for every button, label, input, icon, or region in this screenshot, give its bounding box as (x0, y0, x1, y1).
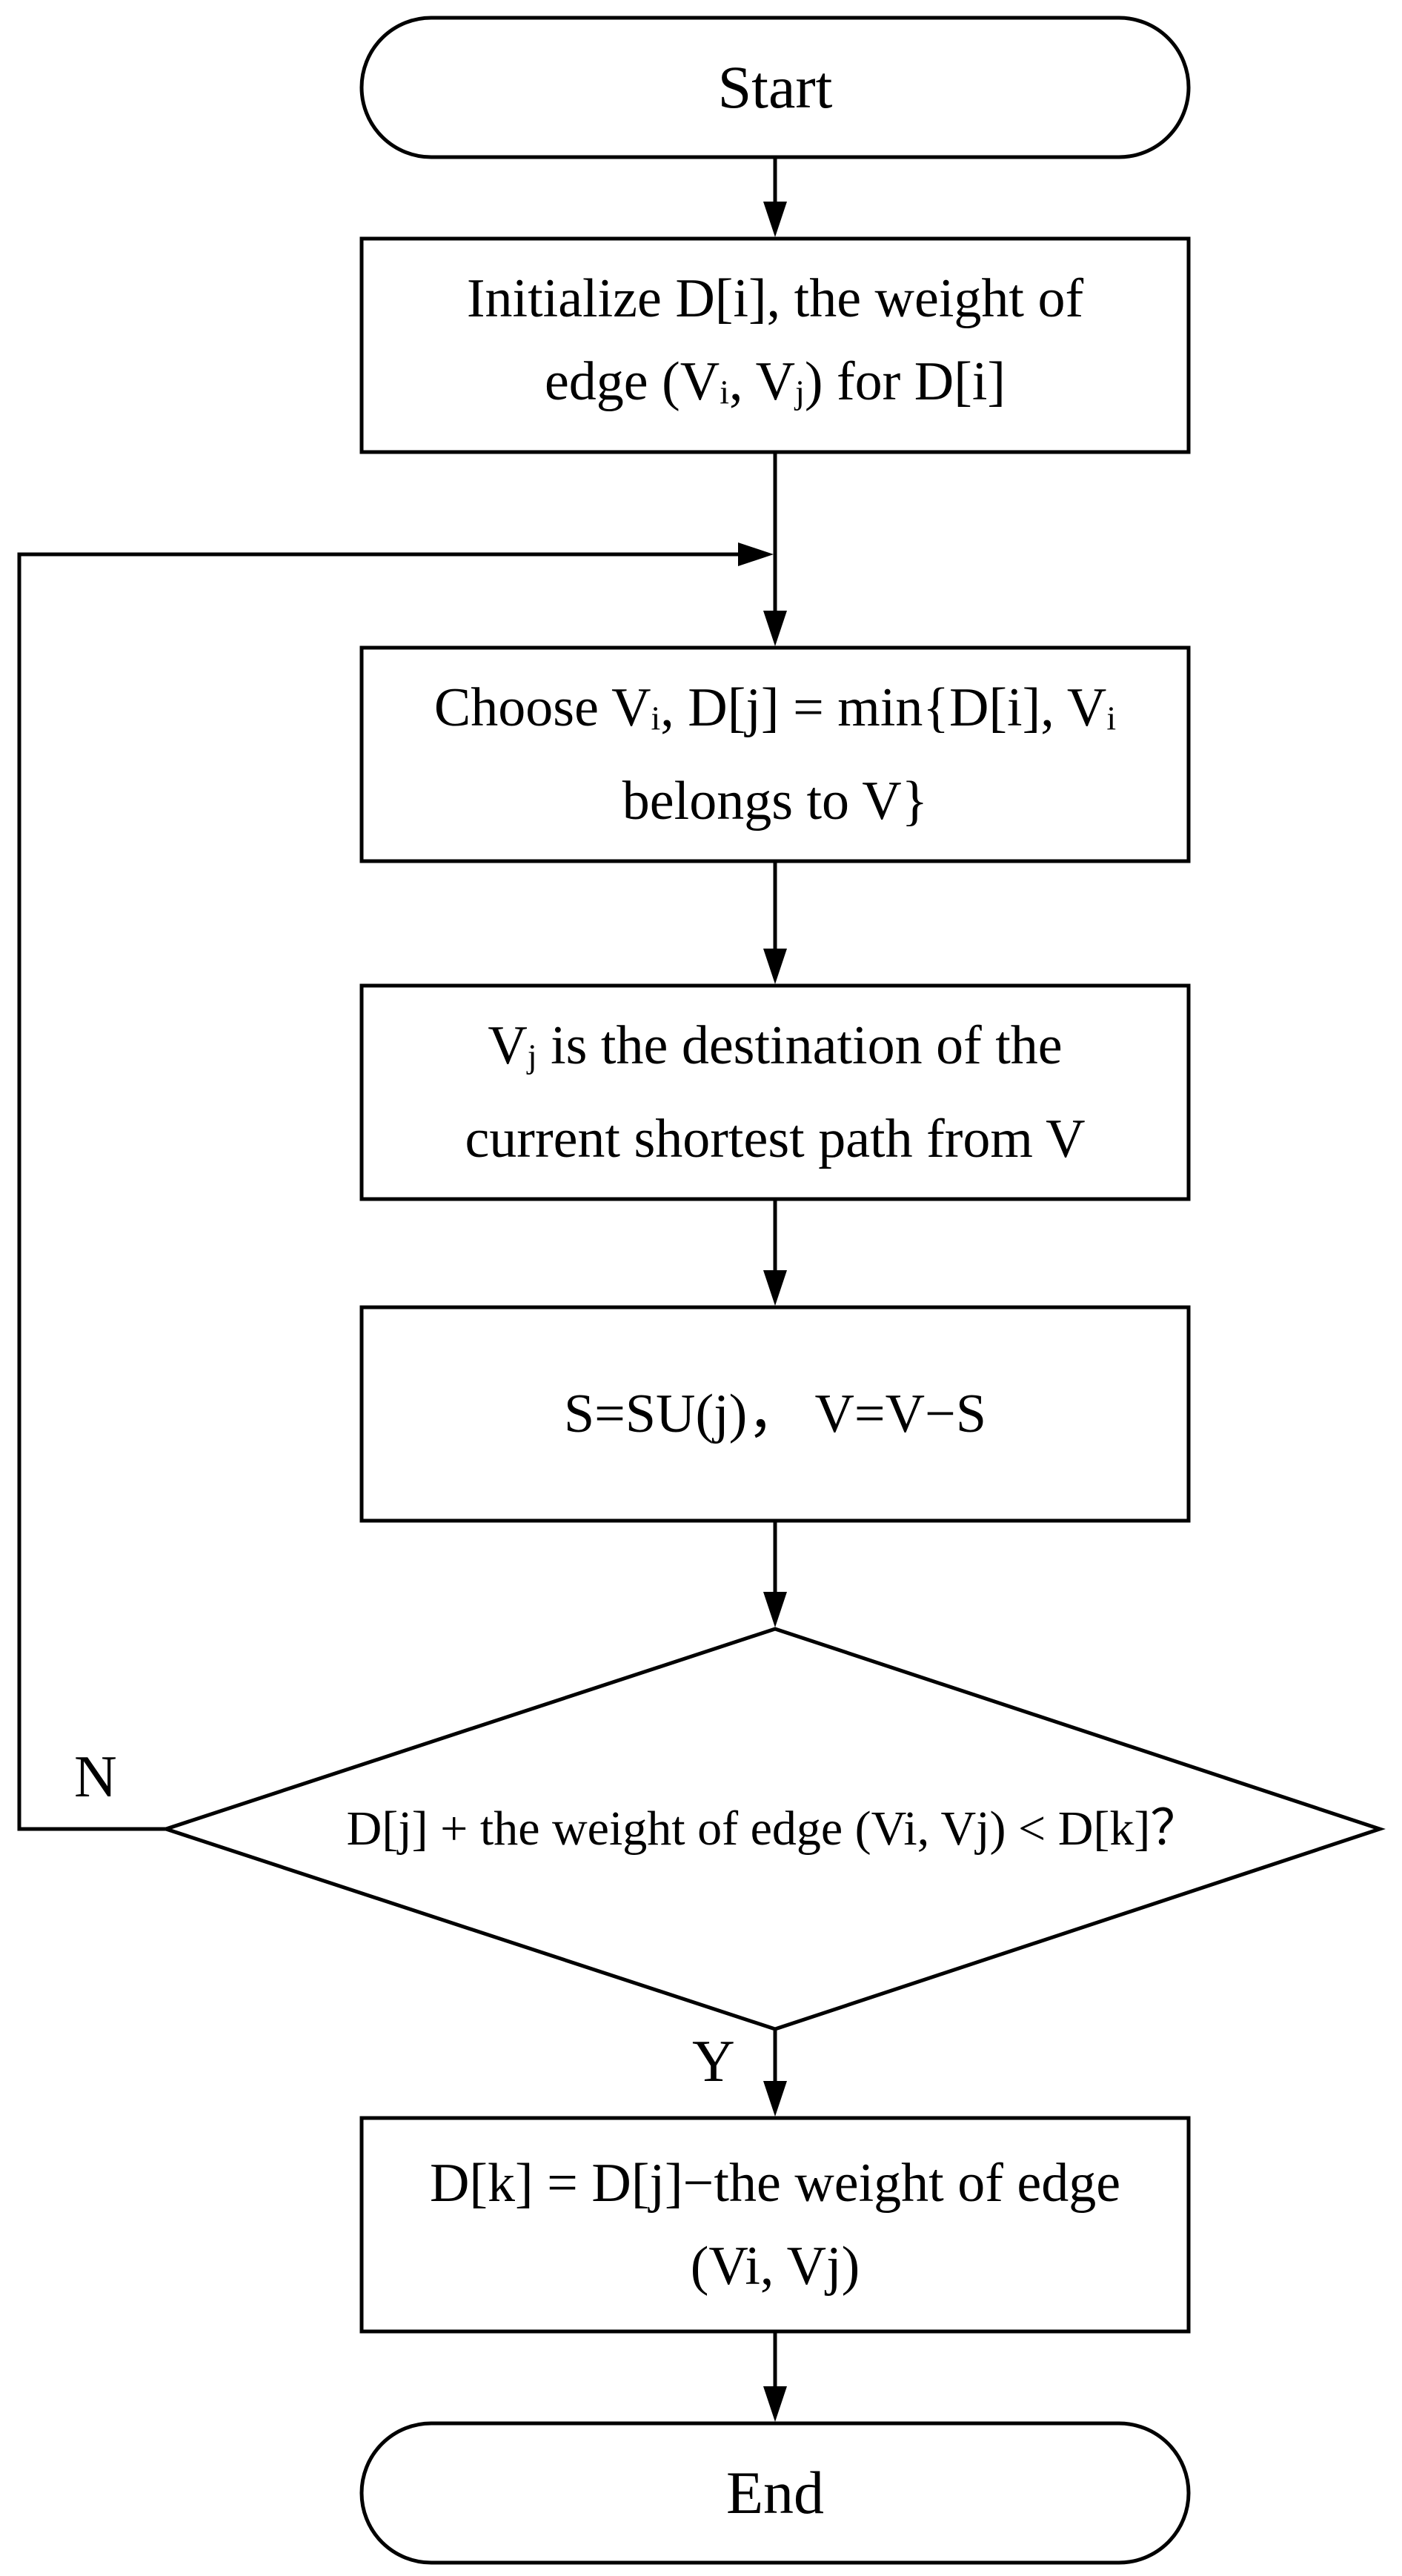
connector-choose-destination (763, 863, 787, 984)
choose-box (359, 645, 1191, 863)
end-terminal (359, 2421, 1191, 2565)
update-sets-box (359, 1305, 1191, 1523)
destination-line-1: Vj is the destination of the (488, 1015, 1063, 1076)
choose-line-1: Choose Vi, D[j] = min{D[i], Vi (433, 677, 1117, 738)
init-line-1: Initialize D[i], the weight of (466, 268, 1084, 329)
connector-decision-update-dist (763, 2031, 787, 2117)
init-line-2: edge (Vi, Vj) for D[i] (544, 351, 1006, 412)
choose-line-2: belongs to V} (622, 771, 928, 832)
start-label: Start (717, 53, 833, 121)
update-dist-line-1: D[k] = D[j]−the weight of edge (429, 2153, 1121, 2214)
destination-label: Vj is the destination of the current sho… (362, 986, 1189, 1199)
connector-update-dist-end (763, 2333, 787, 2422)
branch-label-yes: Y (692, 2029, 735, 2094)
connector-init-choose (763, 454, 787, 646)
init-box (359, 236, 1191, 454)
connector-start-init (763, 159, 787, 237)
decision-diamond (159, 1627, 1386, 2031)
end-label: End (725, 2459, 825, 2526)
branch-label-no: N (74, 1745, 117, 1810)
init-label: Initialize D[i], the weight of edge (Vi,… (362, 239, 1189, 452)
start-terminal (359, 16, 1191, 159)
update-dist-box (359, 2116, 1191, 2334)
connector-update-sets-decision (763, 1522, 787, 1627)
decision-label: D[j] + the weight of edge (Vi, Vj) < D[k… (346, 1802, 1200, 1856)
update-dist-line-2: (Vi, Vj) (690, 2236, 860, 2297)
connector-destination-update-sets (763, 1201, 787, 1306)
destination-line-2: current shortest path from V (465, 1109, 1086, 1170)
update-sets-label: S=SU(j)， V=V−S (564, 1384, 986, 1444)
choose-label: Choose Vi, D[j] = min{D[i], Vi belongs t… (362, 648, 1189, 861)
update-dist-label: D[k] = D[j]−the weight of edge (Vi, Vj) (362, 2118, 1189, 2331)
destination-box (359, 983, 1191, 1201)
connector-loop-back (17, 542, 774, 1831)
